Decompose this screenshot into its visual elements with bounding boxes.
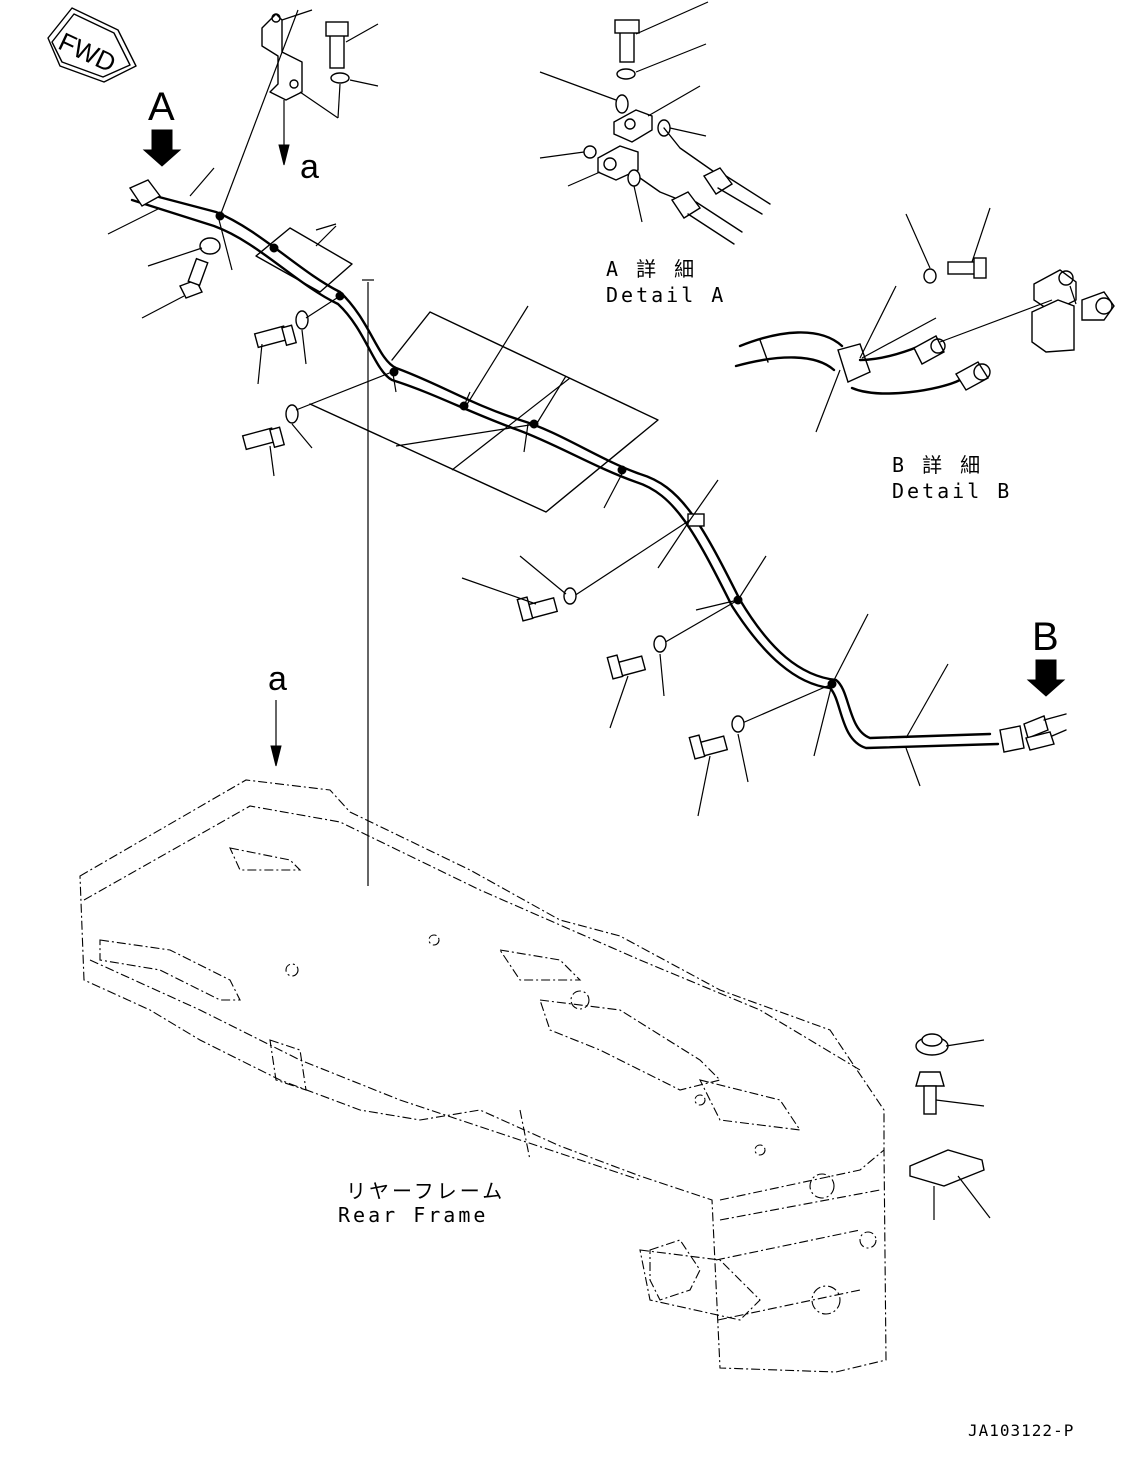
hose-assembly	[128, 179, 1067, 753]
view-b-marker: B	[1026, 615, 1066, 697]
main-leaders	[107, 9, 949, 886]
fwd-direction-badge: FWD	[47, 7, 137, 83]
arrow-a-frame-label: a	[268, 660, 287, 698]
detail-a-jp: A 詳 細	[606, 257, 697, 281]
drawing-code: JA103122-P	[968, 1421, 1074, 1440]
view-b-label: B	[1032, 615, 1059, 659]
detail-b-view: B 詳 細 Detail B	[734, 207, 1115, 503]
frame-caption-en: Rear Frame	[338, 1203, 488, 1227]
detail-b-en: Detail B	[892, 479, 1012, 503]
arrow-a-top-label: a	[300, 148, 319, 186]
down-arrow-icon	[1026, 659, 1066, 697]
mounting-bracket: a	[261, 9, 379, 186]
view-a-marker: A	[142, 85, 182, 167]
detail-a-view: A 詳 細 Detail A	[539, 1, 771, 307]
detail-a-en: Detail A	[606, 283, 726, 307]
frame-caption-jp: リヤーフレーム	[346, 1179, 505, 1203]
guard-plate-parts	[909, 1033, 991, 1220]
rear-frame: a リヤーフレーム Rear Frame	[79, 660, 887, 1373]
detail-b-jp: B 詳 細	[892, 453, 983, 477]
down-arrow-icon	[142, 129, 182, 167]
view-a-label: A	[148, 85, 175, 129]
